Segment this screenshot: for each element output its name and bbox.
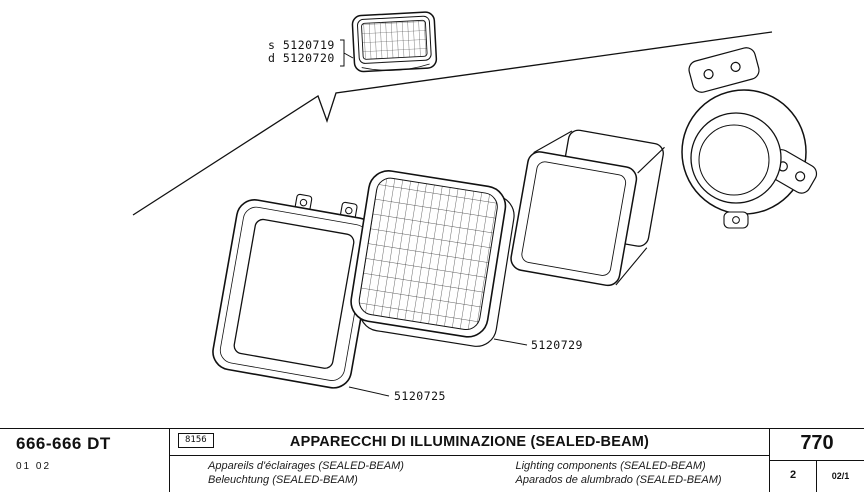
part-label-top-d: d 5120720	[268, 51, 335, 65]
part-label-top-s: s 5120719	[268, 38, 335, 52]
sealed-beam-lens-drawing	[350, 170, 515, 347]
part-label-lens: 5120729	[531, 338, 583, 352]
group-callout-line	[132, 31, 773, 216]
lens-leader-line	[493, 338, 528, 346]
translation-french: Appareils d'éclairages (SEALED-BEAM)	[208, 460, 404, 472]
translation-english: Lighting components (SEALED-BEAM)	[515, 460, 706, 472]
table-code-box: 8156	[178, 433, 214, 448]
exploded-diagram-canvas: s 5120719 d 5120720 5120725 5120729	[132, 11, 818, 403]
sheet-revision-row: 2 02/1	[770, 461, 864, 492]
translation-spanish: Aparados de alumbrado (SEALED-BEAM)	[515, 474, 722, 486]
exploded-parts-diagram: s 5120719 d 5120720 5120725 5120729	[132, 11, 818, 403]
small-sealed-beam-drawing	[351, 11, 438, 73]
title-row: 8156 APPARECCHI DI ILLUMINAZIONE (SEALED…	[170, 429, 769, 456]
page-number: 770	[770, 429, 864, 461]
model-code: 666-666 DT	[16, 434, 111, 453]
mounting-bowl-drawing	[681, 47, 818, 229]
bezel-leader-line	[348, 386, 390, 397]
part-label-bezel: 5120725	[394, 389, 446, 403]
model-variant: 01 02	[16, 461, 52, 472]
bezel-frame-drawing	[212, 193, 376, 389]
revision-number: 02/1	[831, 471, 850, 481]
sheet-number: 2	[770, 461, 817, 492]
footer-table: 666-666 DT 01 02 8156 APPARECCHI DI ILLU…	[0, 428, 864, 492]
callout-bracket	[340, 39, 354, 67]
title-cell: 8156 APPARECCHI DI ILLUMINAZIONE (SEALED…	[170, 429, 770, 492]
lamp-shroud-drawing	[510, 129, 665, 287]
translation-german: Beleuchtung (SEALED-BEAM)	[208, 474, 358, 486]
model-cell: 666-666 DT 01 02	[0, 429, 170, 492]
page-number-cell: 770 2 02/1	[770, 429, 864, 492]
table-title: APPARECCHI DI ILLUMINAZIONE (SEALED-BEAM…	[289, 434, 650, 450]
translations: Appareils d'éclairages (SEALED-BEAM) Bel…	[170, 456, 769, 492]
translations-right-column: Lighting components (SEALED-BEAM) Aparad…	[470, 459, 770, 492]
translations-left-column: Appareils d'éclairages (SEALED-BEAM) Bel…	[170, 459, 470, 492]
